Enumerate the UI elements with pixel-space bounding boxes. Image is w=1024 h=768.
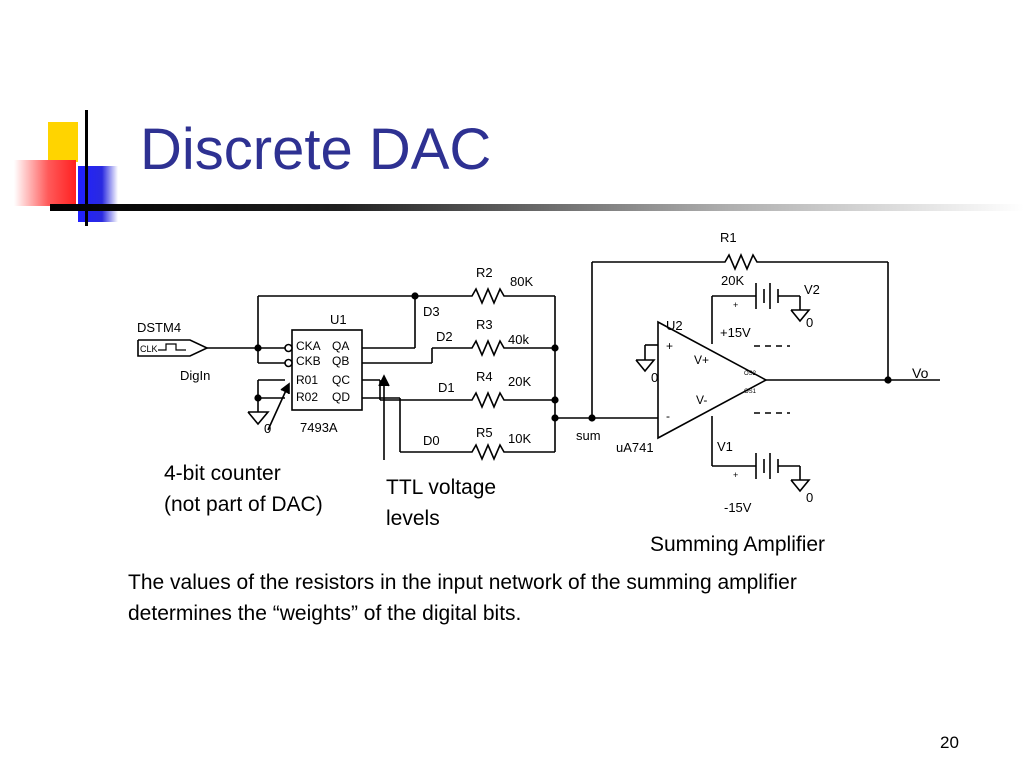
r2-resistor: [466, 286, 510, 306]
counter-note-line: (not part of DAC): [164, 493, 323, 516]
net-label-d1: D1: [438, 380, 455, 395]
opamp-minus-sign: -: [666, 409, 670, 423]
v2-plus-mark: +: [733, 300, 738, 310]
r1-value-label: 20K: [721, 273, 744, 288]
counter-output-label: QA: [332, 339, 349, 353]
junction-dot: [254, 394, 262, 402]
ttl-note-line: TTL voltage: [386, 476, 497, 499]
counter-ic-body: [291, 329, 363, 411]
opamp-triangle: [657, 320, 768, 440]
counter-ref-label: U1: [330, 312, 347, 327]
counter-output-label: QB: [332, 354, 349, 368]
title-vertical-rule: [85, 110, 88, 226]
opamp-vminus-label: V-: [696, 393, 707, 407]
opamp-os1-label: OS1: [744, 389, 757, 395]
r4-ref-label: R4: [476, 369, 493, 384]
opamp-vplus-label: V+: [694, 353, 709, 367]
counter-ground-label: 0: [264, 421, 271, 436]
opamp-ref-label: U2: [666, 318, 683, 333]
r5-resistor: [466, 442, 510, 462]
v2-ground-label: 0: [806, 315, 813, 330]
source-name-label: DSTM4: [137, 320, 181, 335]
junction-dot: [551, 396, 559, 404]
accent-yellow-square: [48, 122, 78, 162]
counter-output-label: QD: [332, 390, 350, 404]
counter-ground-symbol: [247, 411, 270, 426]
counter-pin-label: CKA: [296, 339, 321, 353]
opamp-ground-label: 0: [651, 370, 658, 385]
accent-blue-square: [78, 166, 118, 222]
counter-pointer-line: [267, 385, 289, 431]
accent-red-square: [14, 160, 76, 206]
counter-output-label: QC: [332, 373, 350, 387]
v1-ref-label: V1: [717, 439, 733, 454]
counter-note-line: 4-bit counter: [164, 462, 281, 485]
ttl-arrowhead: [378, 374, 390, 387]
r3-ref-label: R3: [476, 317, 493, 332]
counter-part-label: 7493A: [300, 420, 338, 435]
net-label-d0: D0: [423, 433, 440, 448]
v2-ref-label: V2: [804, 282, 820, 297]
v1-plus-mark: +: [733, 470, 738, 480]
counter-pin-label: CKB: [296, 354, 321, 368]
sum-net-label: sum: [576, 428, 601, 443]
amplifier-note: Summing Amplifier: [650, 533, 826, 556]
ckb-inversion-bubble: [284, 358, 293, 368]
counter-arrowhead: [280, 382, 290, 394]
body-text: The values of the resistors in the input…: [128, 567, 797, 629]
body-text-line: determines the “weights” of the digital …: [128, 602, 522, 625]
r4-value-label: 20K: [508, 374, 531, 389]
r2-ref-label: R2: [476, 265, 493, 280]
output-label: Vo: [912, 365, 929, 381]
clk-label: CLK: [140, 344, 158, 354]
digin-label: DigIn: [180, 368, 210, 383]
opamp-plus-sign: +: [666, 339, 673, 353]
slide-number: 20: [940, 733, 959, 752]
opamp-os2-label: OS2: [744, 371, 757, 377]
v2-value-label: +15V: [720, 325, 751, 340]
r5-ref-label: R5: [476, 425, 493, 440]
r5-value-label: 10K: [508, 431, 531, 446]
opamp-ground-symbol: [635, 359, 656, 373]
counter-note: 4-bit counter (not part of DAC): [164, 458, 323, 520]
v2-ground-symbol: [790, 309, 811, 323]
ttl-note-line: levels: [386, 507, 440, 530]
v1-ground-label: 0: [806, 490, 813, 505]
net-label-d2: D2: [436, 329, 453, 344]
ttl-note: TTL voltage levels: [386, 472, 496, 534]
junction-dot: [551, 344, 559, 352]
slide-title: Discrete DAC: [140, 117, 492, 182]
net-label-d3: D3: [423, 304, 440, 319]
title-underline-rule: [50, 204, 1024, 211]
counter-pin-label: R02: [296, 390, 318, 404]
counter-pin-label: R01: [296, 373, 318, 387]
r3-resistor: [466, 338, 510, 358]
r1-feedback-resistor: [719, 252, 763, 272]
r1-ref-label: R1: [720, 230, 737, 245]
r3-value-label: 40k: [508, 332, 529, 347]
clock-source-symbol: [137, 339, 209, 357]
cka-inversion-bubble: [284, 343, 293, 353]
r2-value-label: 80K: [510, 274, 533, 289]
body-text-line: The values of the resistors in the input…: [128, 571, 797, 594]
clock-waveform-icon: [158, 343, 186, 351]
opamp-part-label: uA741: [616, 440, 654, 455]
r4-resistor: [466, 390, 510, 410]
v1-value-label: -15V: [724, 500, 752, 515]
junction-dot: [411, 292, 419, 300]
v1-ground-symbol: [790, 479, 811, 493]
